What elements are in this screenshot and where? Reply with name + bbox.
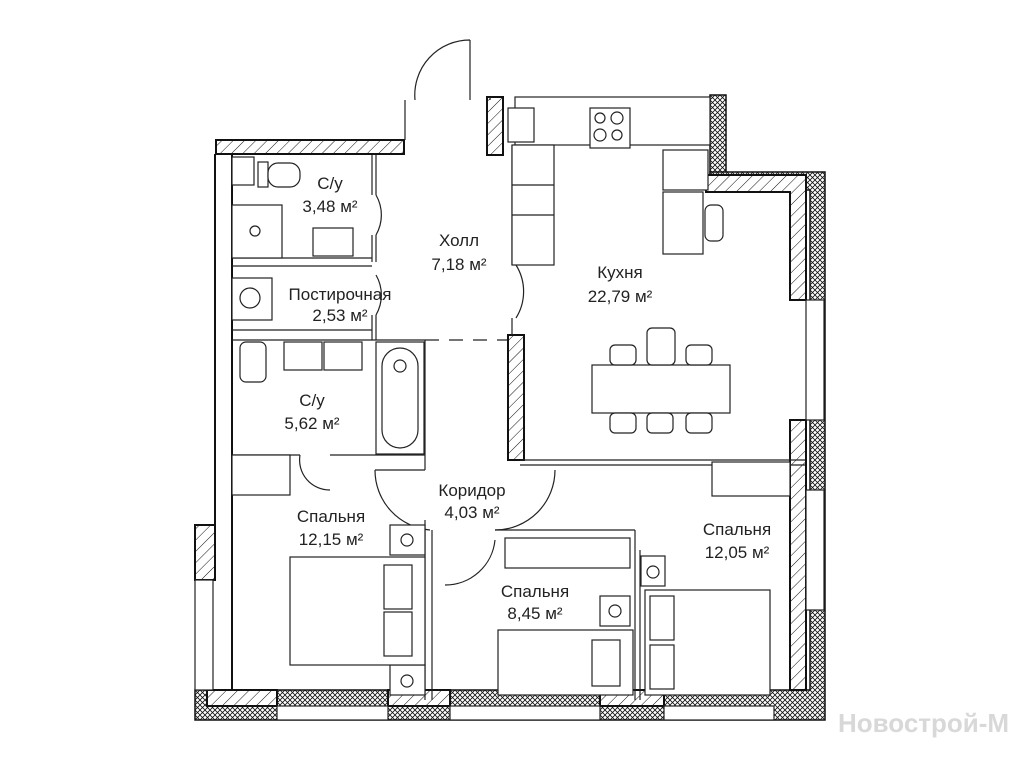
svg-text:2,53 м²: 2,53 м² (312, 306, 367, 325)
svg-text:4,03 м²: 4,03 м² (444, 503, 499, 522)
svg-text:Постирочная: Постирочная (289, 285, 392, 304)
room-label-bathroom-1: С/у 3,48 м² (302, 174, 357, 216)
room-label-bedroom-3: Спальня 12,05 м² (703, 520, 771, 562)
svg-text:7,18 м²: 7,18 м² (431, 255, 486, 274)
svg-text:8,45 м²: 8,45 м² (507, 604, 562, 623)
svg-text:С/у: С/у (317, 174, 343, 193)
room-label-bedroom-2: Спальня 8,45 м² (501, 582, 569, 623)
exterior-walls (194, 94, 826, 721)
svg-text:Коридор: Коридор (438, 481, 505, 500)
fixtures (231, 96, 791, 696)
svg-text:22,79 м²: 22,79 м² (588, 287, 653, 306)
svg-text:5,62 м²: 5,62 м² (284, 414, 339, 433)
svg-text:С/у: С/у (299, 391, 325, 410)
room-label-kitchen: Кухня 22,79 м² (588, 263, 653, 306)
svg-text:Спальня: Спальня (501, 582, 569, 601)
watermark: Новострой-М (838, 708, 1009, 738)
svg-text:12,15 м²: 12,15 м² (299, 530, 364, 549)
svg-text:Холл: Холл (439, 231, 479, 250)
room-label-bathroom-2: С/у 5,62 м² (284, 391, 339, 433)
svg-text:Спальня: Спальня (703, 520, 771, 539)
svg-text:3,48 м²: 3,48 м² (302, 197, 357, 216)
svg-text:Спальня: Спальня (297, 507, 365, 526)
entry-door[interactable] (404, 39, 491, 140)
svg-text:Кухня: Кухня (597, 263, 643, 282)
room-label-laundry: Постирочная 2,53 м² (289, 285, 392, 325)
room-label-hall: Холл 7,18 м² (431, 231, 486, 274)
svg-text:12,05 м²: 12,05 м² (705, 543, 770, 562)
room-label-corridor: Коридор 4,03 м² (438, 481, 505, 522)
room-label-bedroom-1: Спальня 12,15 м² (297, 507, 365, 549)
